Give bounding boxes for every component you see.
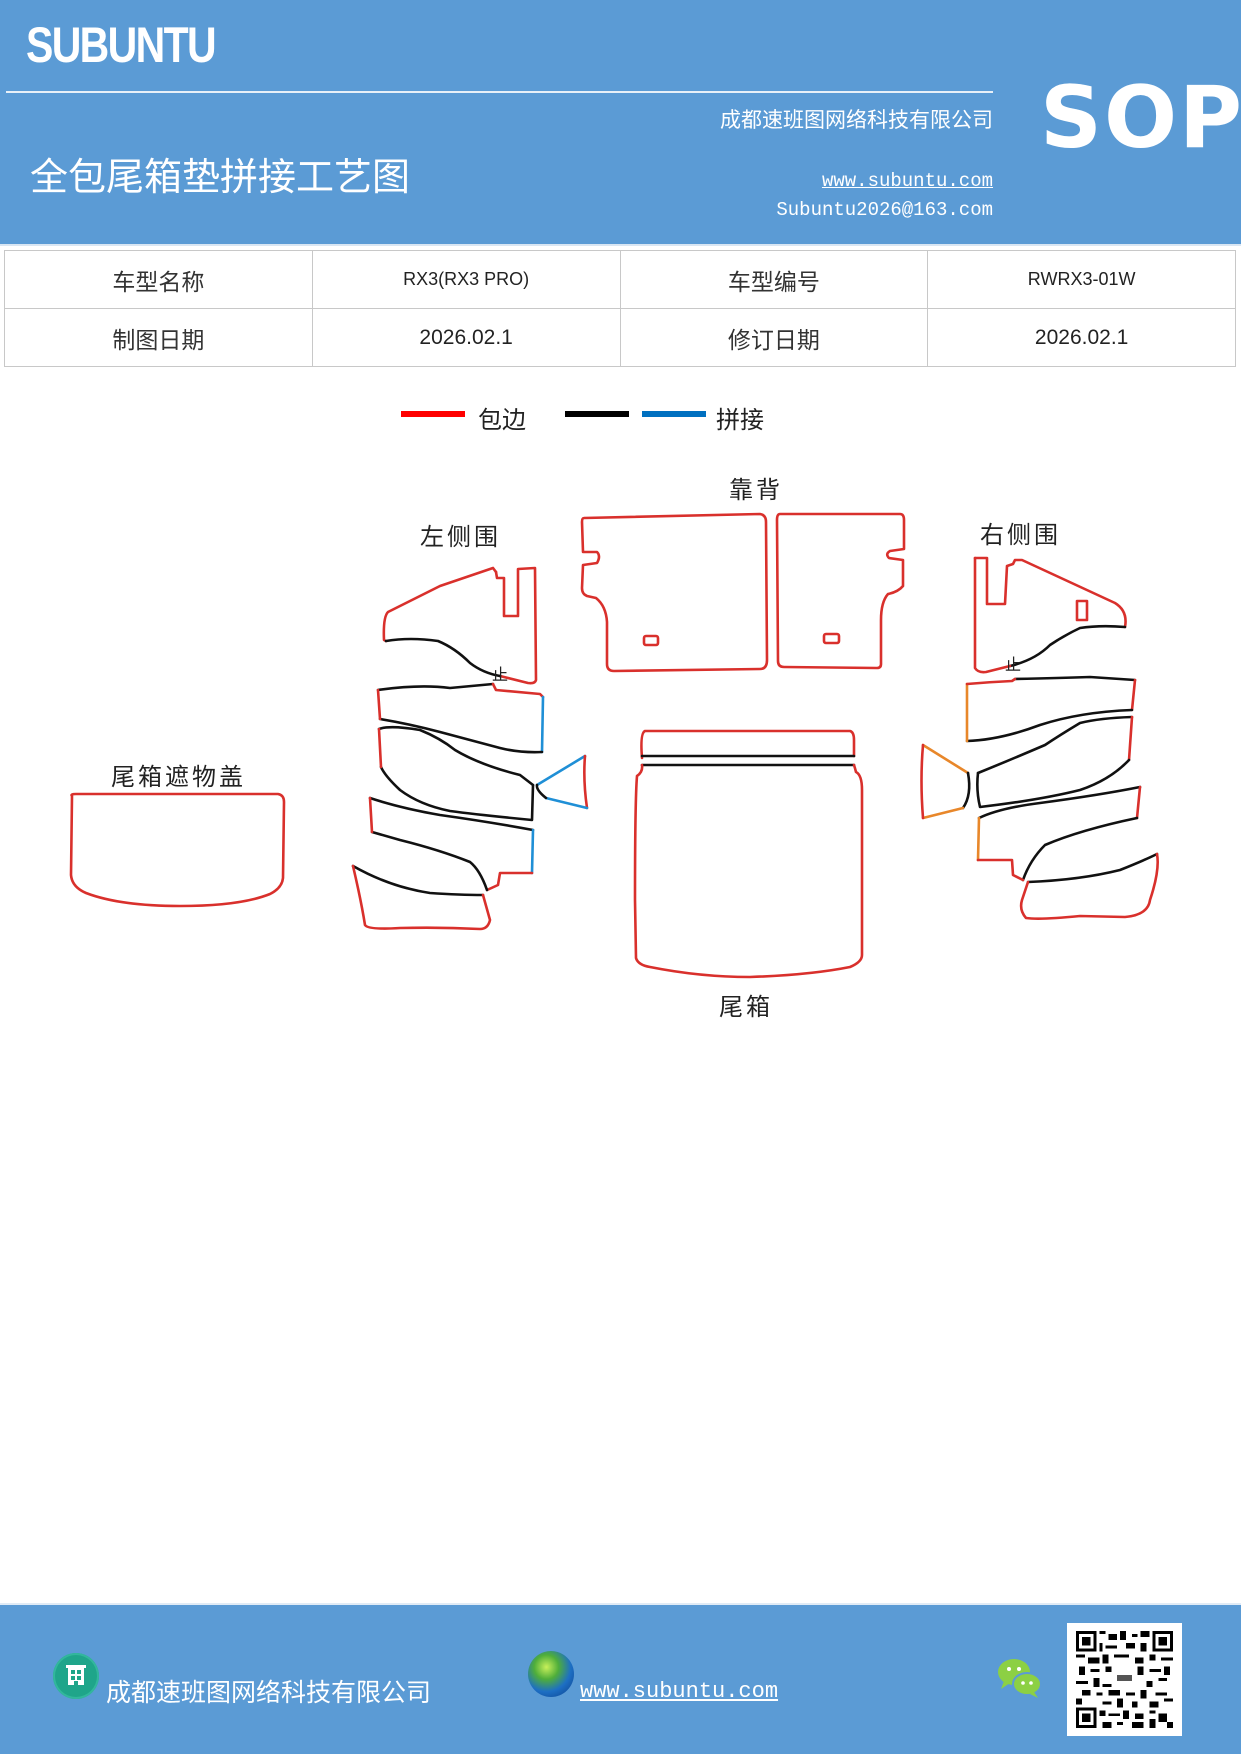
table-row: 车型名称 RX3(RX3 PRO) 车型编号 RWRX3-01W bbox=[4, 250, 1236, 309]
company-name: 成都速班图网络科技有限公司 bbox=[720, 108, 993, 132]
vehicle-info-table: 车型名称 RX3(RX3 PRO) 车型编号 RWRX3-01W 制图日期 20… bbox=[4, 250, 1236, 367]
wechat-icon[interactable] bbox=[996, 1657, 1044, 1699]
label-trunk: 尾箱 bbox=[719, 993, 773, 1021]
piece-trunk-top bbox=[640, 729, 856, 760]
value-model-code: RWRX3-01W bbox=[927, 250, 1236, 309]
label-model-code: 车型编号 bbox=[619, 250, 929, 309]
website-link[interactable]: www.subuntu.com bbox=[821, 170, 993, 192]
legend-label-edge: 包边 bbox=[478, 406, 526, 434]
pattern-diagram: 止 止 bbox=[69, 512, 1159, 979]
legend-label-join: 拼接 bbox=[716, 406, 764, 434]
piece-left-side-top bbox=[382, 566, 498, 643]
legend-swatch-red bbox=[401, 411, 465, 417]
email-address: Subuntu2026@163.com bbox=[776, 199, 993, 221]
footer-banner: 成都速班图网络科技有限公司 www.subuntu.com bbox=[0, 1603, 1241, 1754]
value-model-name: RX3(RX3 PRO) bbox=[311, 250, 621, 309]
globe-icon bbox=[528, 1651, 574, 1697]
stop-mark-right: 止 bbox=[1005, 655, 1021, 674]
label-model-name: 车型名称 bbox=[4, 250, 313, 309]
value-draw-date: 2026.02.1 bbox=[311, 308, 621, 367]
piece-backrest-left bbox=[580, 512, 769, 673]
qr-code bbox=[1067, 1623, 1182, 1736]
piece-right-side-top bbox=[973, 556, 1127, 629]
legend-swatch-blue bbox=[642, 411, 706, 417]
line-legend: 包边 拼接 bbox=[0, 400, 1241, 440]
brand-logo: SUBUNTU bbox=[26, 17, 217, 73]
table-row: 制图日期 2026.02.1 修订日期 2026.02.1 bbox=[4, 308, 1236, 367]
sop-badge: SOP bbox=[1040, 68, 1241, 168]
label-backrest: 靠背 bbox=[729, 476, 783, 504]
header-divider bbox=[6, 91, 993, 93]
label-revision-date: 修订日期 bbox=[619, 308, 929, 367]
building-icon bbox=[53, 1653, 99, 1699]
footer-website-link[interactable]: www.subuntu.com bbox=[580, 1679, 779, 1704]
stop-mark-left: 止 bbox=[492, 665, 508, 684]
value-revision-date: 2026.02.1 bbox=[927, 308, 1236, 367]
page-title: 全包尾箱垫拼接工艺图 bbox=[30, 155, 411, 199]
piece-left-join bbox=[535, 754, 587, 787]
backrest-left-slot bbox=[642, 634, 660, 647]
legend-swatch-black bbox=[565, 411, 629, 417]
header-banner: SUBUNTU 全包尾箱垫拼接工艺图 成都速班图网络科技有限公司 www.sub… bbox=[0, 0, 1241, 246]
piece-trunk-main bbox=[633, 763, 864, 979]
right-side-slot bbox=[1075, 599, 1089, 622]
piece-right-join bbox=[921, 743, 970, 775]
label-cover: 尾箱遮物盖 bbox=[111, 763, 246, 791]
piece-backrest-right bbox=[775, 512, 906, 670]
backrest-right-slot bbox=[822, 632, 841, 645]
label-right-side: 右侧围 bbox=[980, 521, 1061, 549]
label-draw-date: 制图日期 bbox=[4, 308, 313, 367]
piece-cover bbox=[69, 792, 286, 908]
footer-company-name: 成都速班图网络科技有限公司 bbox=[106, 1678, 432, 1707]
label-left-side: 左侧围 bbox=[420, 523, 501, 551]
